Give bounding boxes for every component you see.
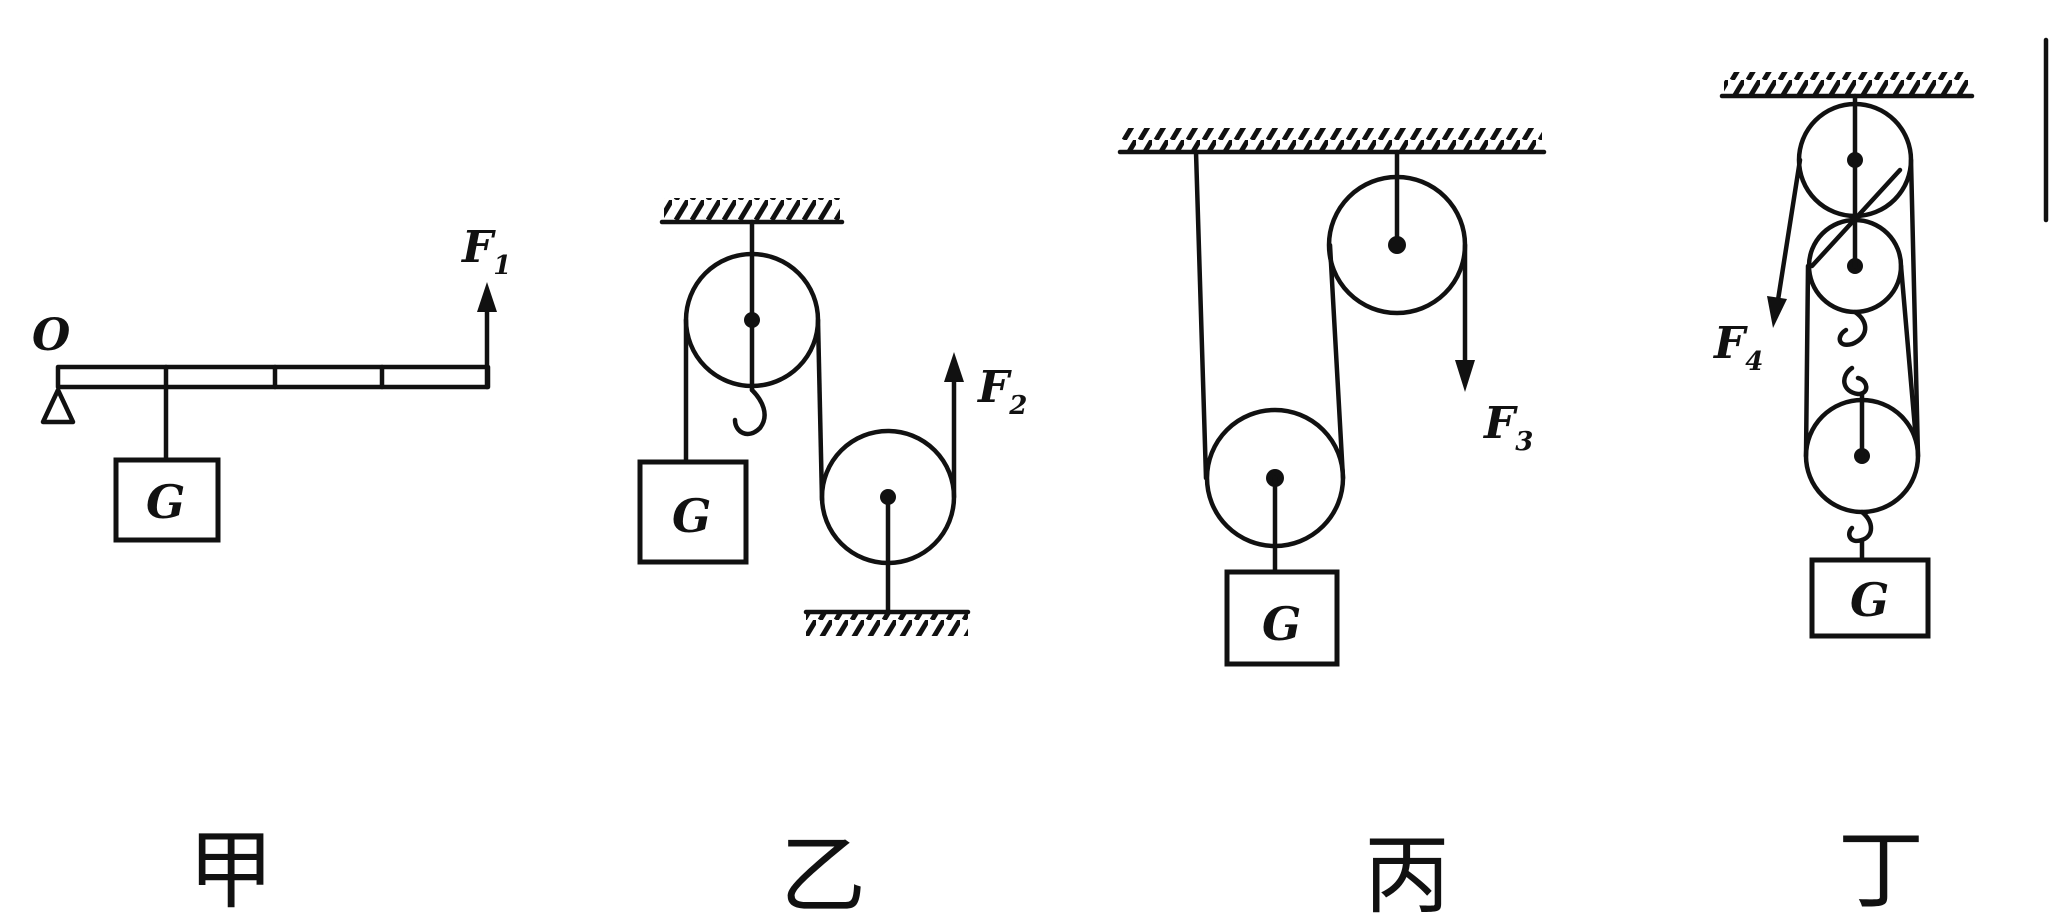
rope-outer-right	[1908, 157, 1921, 459]
ground-hatch	[806, 614, 968, 636]
rope-pull	[1775, 157, 1803, 303]
weight-label: G	[1850, 573, 1889, 627]
weight-box	[1809, 557, 1931, 639]
rope-inner	[1898, 263, 1919, 443]
force-label: F4	[1712, 318, 1763, 377]
panel-caption: 丁	[1838, 821, 1924, 917]
force-label: F2	[976, 362, 1027, 421]
pulley-axle	[1388, 236, 1406, 254]
weight-box	[1224, 569, 1340, 667]
force-label: F3	[1482, 398, 1533, 457]
panel-caption: 丙	[1364, 826, 1450, 917]
panel-yi: G F2 乙	[637, 198, 1027, 917]
hook	[1842, 365, 1869, 397]
force-arrowhead	[477, 282, 497, 312]
panel-caption: 甲	[188, 821, 274, 917]
hook	[1847, 509, 1874, 544]
weight-box	[637, 459, 749, 565]
rope-cross	[1809, 167, 1903, 269]
weight-box	[113, 457, 221, 543]
panel-bing: F3 G 丙	[1117, 128, 1547, 917]
ceiling-hatch	[1724, 72, 1970, 94]
hook	[1837, 309, 1868, 348]
rope-outer-left	[1803, 263, 1811, 459]
panel-caption: 乙	[780, 826, 866, 917]
weight-label: G	[146, 475, 185, 529]
ceiling-hatch	[664, 198, 840, 220]
rope-anchor	[1193, 149, 1209, 481]
weight-label: G	[1262, 597, 1301, 651]
fulcrum-triangle	[40, 387, 76, 425]
force-arrowhead	[1455, 360, 1475, 392]
weight-label: G	[672, 489, 711, 543]
rope-middle	[815, 317, 825, 503]
panel-ding: F4 G 丁	[1712, 72, 1975, 917]
force-label: F1	[460, 222, 511, 281]
panel-jia: O G F1 甲	[32, 222, 511, 917]
hook	[732, 387, 767, 437]
rope-middle	[1327, 242, 1346, 481]
pulley-axle	[744, 312, 760, 328]
force-arrowhead	[944, 352, 964, 382]
pivot-label: O	[32, 310, 70, 361]
force-arrowhead	[1767, 296, 1787, 328]
ceiling-hatch	[1122, 128, 1542, 150]
